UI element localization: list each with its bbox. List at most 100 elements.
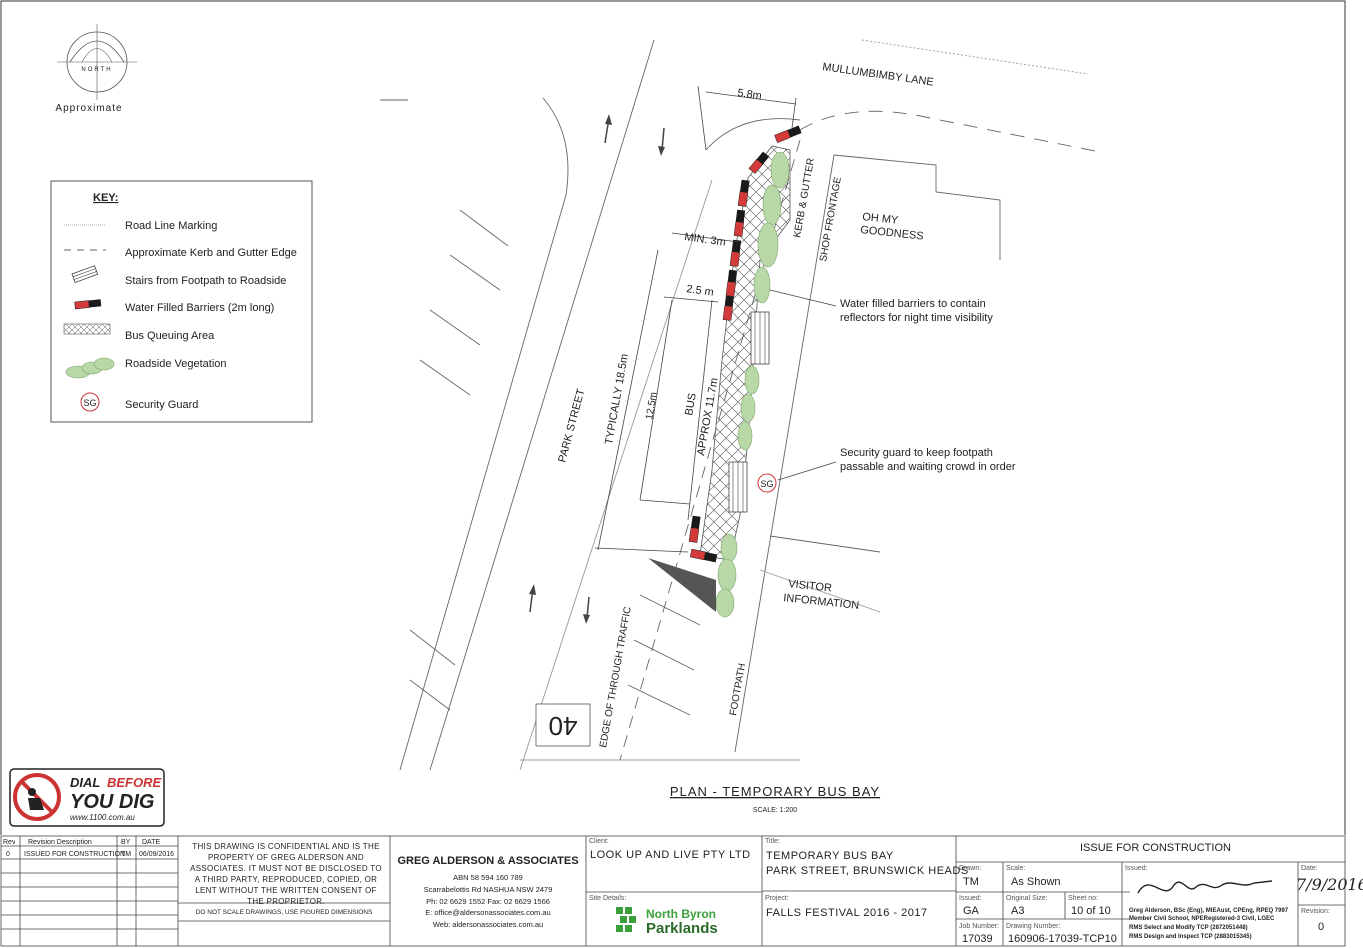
barrier (722, 295, 734, 321)
title-line-2: PARK STREET, BRUNSWICK HEADS (766, 865, 969, 877)
engineer-signature (1137, 880, 1273, 894)
site-logo-line-2: Parklands (646, 920, 718, 937)
svg-text:YOU DIG: YOU DIG (70, 791, 154, 813)
job-label: Job Number: (959, 923, 1000, 930)
firm-web: Web: aldersonassociates.com.au (432, 920, 544, 929)
size-value: A3 (1011, 905, 1025, 917)
site-label: Site Details: (589, 895, 627, 902)
legend: KEY: Road Line Marking Approximate Kerb … (50, 180, 313, 423)
guard-note-leader (777, 461, 837, 481)
plan-title: PLAN - TEMPORARY BUS BAY (670, 784, 880, 799)
traffic-arrow-up-2 (529, 584, 536, 613)
barrier-note-leader (769, 289, 837, 307)
title-label: Title: (765, 838, 780, 845)
legend-item-bus-queue: Bus Queuing Area (125, 330, 215, 342)
credentials-line-2: Member Civil School, NPERegistered-3 Civ… (1129, 916, 1275, 922)
label-shop-name-2: GOODNESS (860, 224, 924, 243)
note-barriers-line-1: Water filled barriers to contain (840, 298, 986, 310)
traffic-arrow-down-1 (658, 127, 665, 156)
barrier (748, 151, 770, 174)
rev-header-by: BY (121, 839, 131, 846)
label-mullumbimby-lane: MULLUMBIMBY LANE (822, 61, 935, 89)
barrier (774, 125, 802, 144)
dwg-value: 160906-17039-TCP10 (1008, 933, 1117, 945)
label-park-street: PARK STREET (556, 387, 587, 463)
svg-text:40: 40 (549, 711, 578, 741)
legend-item-road-line: Road Line Marking (125, 220, 217, 232)
project-label: Project: (765, 895, 789, 902)
note-guard-line-1: Security guard to keep footpath (840, 447, 993, 459)
barrier (688, 515, 701, 543)
plan-drawing: NORTH Approximate KEY: Road Line Marking… (0, 0, 1346, 835)
dwg-label: Drawing Number: (1006, 923, 1061, 930)
legend-item-stairs: Stairs from Footpath to Roadside (125, 275, 286, 287)
legend-bus-queue-swatch (63, 323, 111, 335)
legend-vegetation-icon (65, 357, 115, 379)
client-label: Client: (589, 838, 609, 845)
legend-item-security-guard: Security Guard (125, 399, 198, 411)
label-edge-traffic: EDGE OF THROUGH TRAFFIC (598, 606, 634, 749)
label-bus-1: BUS (683, 392, 699, 416)
sheet-label: Sheet no: (1068, 895, 1098, 902)
site-logo-line-1: North Byron (646, 907, 716, 921)
visibility-triangle (648, 558, 716, 612)
title-line-1: TEMPORARY BUS BAY (766, 850, 894, 862)
rev-header-rev: Rev (3, 839, 16, 846)
north-label: NORTH (81, 67, 112, 73)
traffic-arrow-up-1 (604, 114, 612, 144)
firm-address: Scarrabelottis Rd NASHUA NSW 2479 (423, 885, 553, 894)
issued-label: Issued: (1125, 865, 1148, 872)
issue-header: ISSUE FOR CONSTRUCTION (1080, 842, 1231, 854)
svg-text:DIAL: DIAL (70, 775, 100, 790)
firm-phone: Ph: 02 6629 1552 Fax: 02 6629 1566 (426, 897, 550, 906)
project-name: FALLS FESTIVAL 2016 - 2017 (766, 907, 928, 919)
svg-text:BEFORE: BEFORE (107, 775, 162, 790)
credentials-line-4: RMS Design and Inspect TCP (2883015345) (1129, 934, 1252, 940)
client-name: LOOK UP AND LIVE PTY LTD (590, 849, 751, 861)
barrier (729, 239, 742, 267)
north-caption: Approximate (55, 103, 122, 114)
barrier (689, 548, 718, 563)
dimension-12-5m: 12.5m (644, 391, 660, 420)
drawn-value: TM (963, 876, 979, 888)
legend-title: KEY: (93, 192, 118, 204)
confidential-notice: THIS DRAWING IS CONFIDENTIAL AND IS THE … (190, 842, 382, 906)
speed-marking: 40 (535, 703, 591, 747)
do-not-scale-note: DO NOT SCALE DRAWINGS, USE FIGURED DIMEN… (195, 909, 373, 916)
note-guard-line-2: passable and waiting crowd in order (840, 461, 1016, 473)
note-barriers-line-2: reflectors for night time visibility (840, 312, 993, 324)
scale-value: As Shown (1011, 876, 1061, 888)
rev-row-desc: ISSUED FOR CONSTRUCTION (24, 851, 126, 858)
sheet-value: 10 of 10 (1071, 905, 1111, 917)
label-shop-frontage: SHOP FRONTAGE (818, 176, 844, 263)
date-value: 7/9/2016 (1296, 875, 1363, 894)
barrier (733, 209, 746, 237)
stairs-lower-icon (728, 461, 748, 513)
barrier (725, 269, 738, 297)
legend-security-guard-icon: SG (80, 392, 100, 412)
issued2-value: GA (963, 905, 979, 917)
security-guard-icon: SG (757, 473, 777, 493)
title-block: Rev Revision Description BY DATE 0 ISSUE… (0, 835, 1363, 947)
label-visitor-2: INFORMATION (783, 592, 860, 612)
dial-before-you-dig-logo: DIAL BEFORE YOU DIG www.1100.com.au (9, 768, 165, 827)
legend-item-kerb: Approximate Kerb and Gutter Edge (125, 247, 297, 259)
rev-row-by: TM (121, 851, 132, 858)
credentials-line-3: RMS Select and Modify TCP (2872051448) (1129, 925, 1248, 931)
dimension-lines (594, 85, 797, 553)
rev-header-desc: Revision Description (28, 839, 92, 846)
issued2-label: Issued: (959, 895, 982, 902)
legend-item-vegetation: Roadside Vegetation (125, 358, 227, 370)
title-block-grid (0, 835, 1346, 947)
job-value: 17039 (962, 933, 993, 945)
drawn-label: Drawn: (959, 865, 982, 872)
rev-header-date: DATE (142, 839, 161, 846)
north-arrow: NORTH Approximate (55, 24, 137, 114)
firm-abn: ABN 58 594 160 789 (453, 873, 523, 882)
plan-scale: SCALE: 1:200 (753, 807, 797, 814)
revision-label: Revision: (1301, 908, 1330, 915)
barrier (737, 179, 750, 207)
svg-text:SG: SG (83, 398, 96, 408)
rev-row-date: 06/09/2016 (139, 851, 175, 858)
legend-stairs-icon (71, 265, 99, 283)
